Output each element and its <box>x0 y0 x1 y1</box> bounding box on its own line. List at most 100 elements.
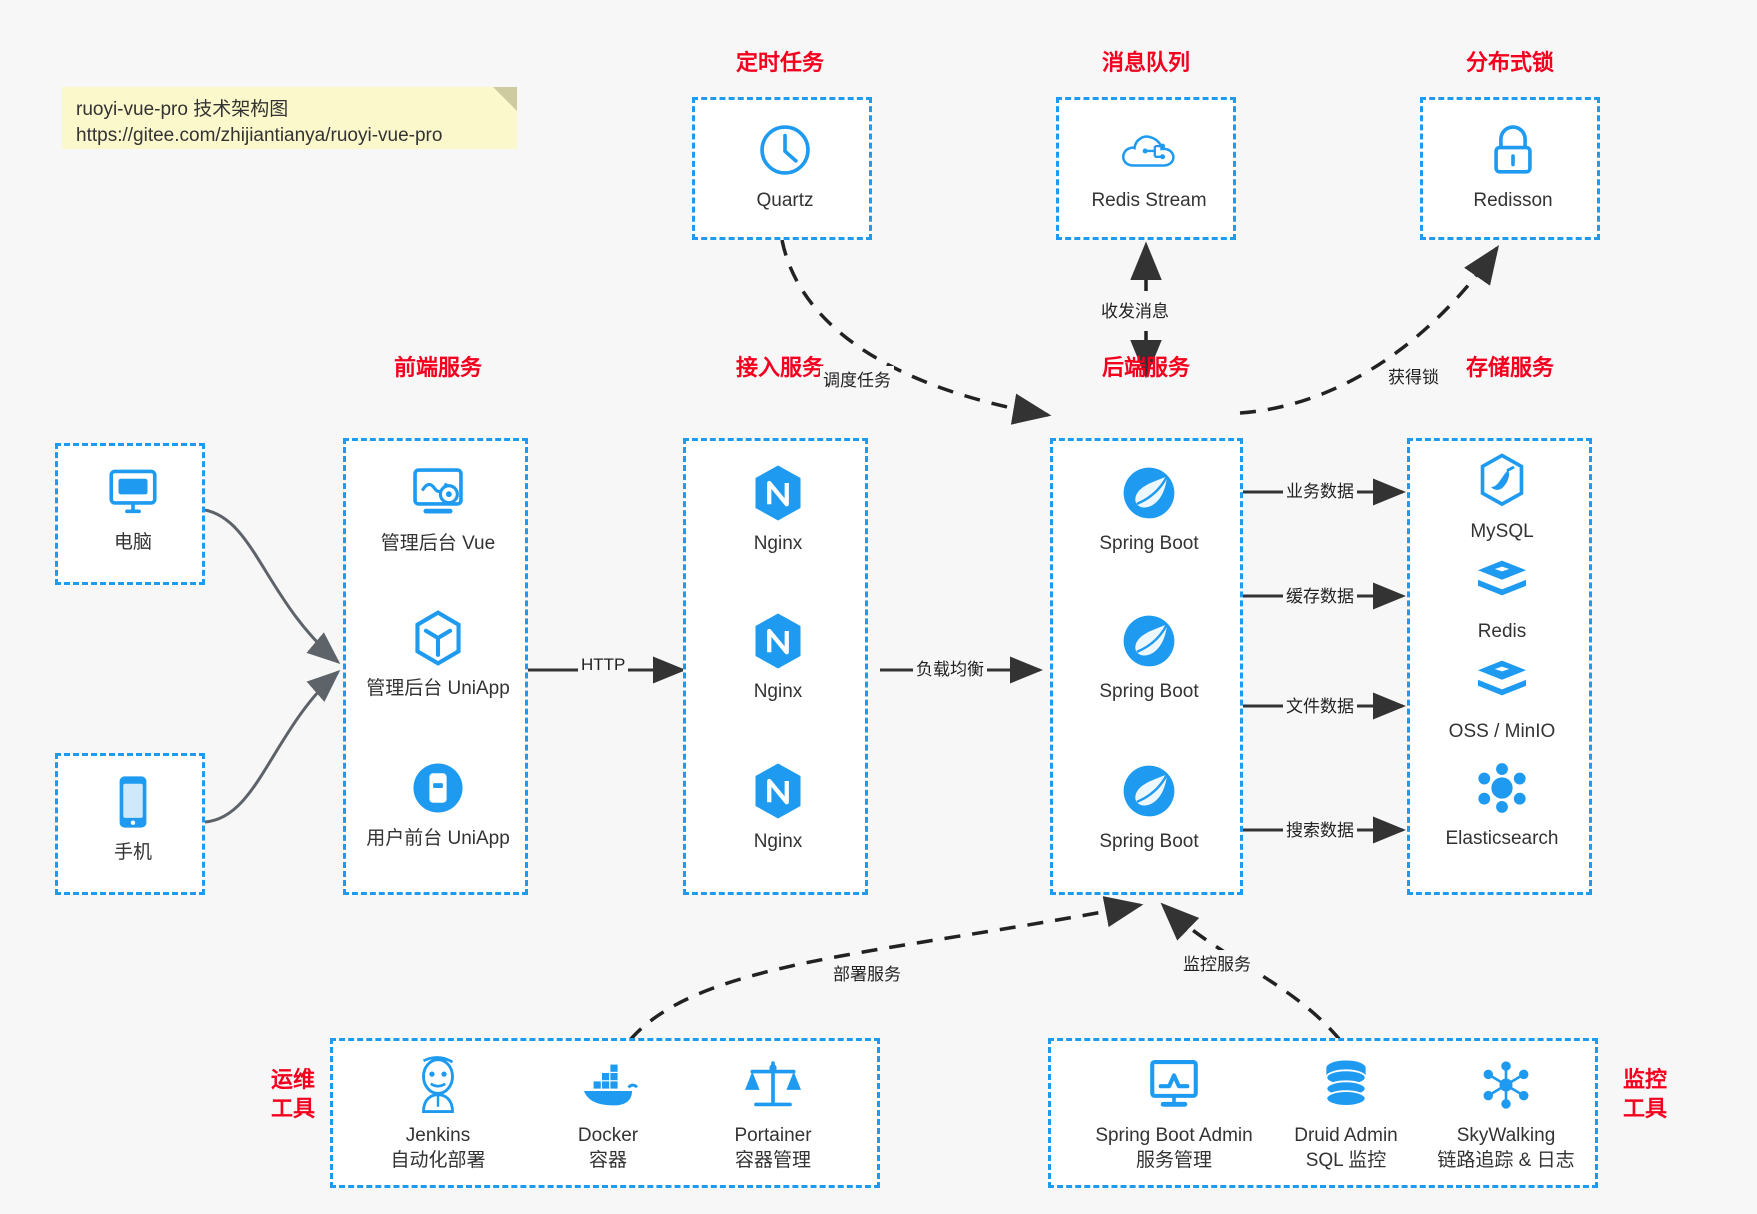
node-jenkins[interactable]: Jenkins 自动化部署 <box>358 1053 518 1174</box>
node-label: Docker <box>577 1125 639 1146</box>
edge-label-acquire-lock: 获得锁 <box>1385 363 1442 388</box>
spring-leaf-icon <box>1069 759 1229 823</box>
monitor-chart-icon <box>1079 1053 1269 1117</box>
node-mysql[interactable]: MySQL <box>1422 449 1582 544</box>
node-label: OSS / MinIO <box>1448 721 1556 742</box>
node-spring-boot-1[interactable]: Spring Boot <box>1069 461 1229 556</box>
node-redis-stream[interactable]: Redis Stream <box>1069 118 1229 213</box>
edge-label-cache-data: 缓存数据 <box>1283 582 1357 607</box>
group-box-scheduler[interactable]: Quartz <box>692 97 872 240</box>
node-label: Spring Boot <box>1099 831 1199 852</box>
node-admin-vue[interactable]: 管理后台 Vue <box>358 461 518 556</box>
node-label: MySQL <box>1470 521 1534 542</box>
node-label: Elasticsearch <box>1445 828 1559 849</box>
group-box-client-desktop[interactable]: 电脑 <box>55 443 205 585</box>
node-label: 手机 <box>113 842 152 863</box>
node-label: Spring Boot Admin <box>1095 1125 1253 1146</box>
node-redis[interactable]: Redis <box>1422 549 1582 644</box>
node-admin-uniapp[interactable]: 管理后台 UniApp <box>358 606 518 701</box>
jenkins-butler-icon <box>358 1053 518 1117</box>
node-label: Spring Boot <box>1099 533 1199 554</box>
group-box-client-phone[interactable]: 手机 <box>55 753 205 895</box>
node-label: 管理后台 UniApp <box>366 678 510 699</box>
redis-stack-icon <box>1422 549 1582 613</box>
nginx-icon <box>698 759 858 823</box>
note-url: https://gitee.com/zhijiantianya/ruoyi-vu… <box>76 125 443 146</box>
elasticsearch-icon <box>1422 756 1582 820</box>
spring-leaf-icon <box>1069 609 1229 673</box>
node-druid-admin[interactable]: Druid Admin SQL 监控 <box>1266 1053 1426 1174</box>
group-box-storage[interactable]: MySQL Redis OSS / MinIO <box>1407 438 1592 895</box>
edge-label-send-receive-message: 收发消息 <box>1098 297 1172 322</box>
node-sublabel: 链路追踪 & 日志 <box>1437 1150 1575 1171</box>
edge-label-monitor-service: 监控服务 <box>1180 950 1254 975</box>
group-title-devops-line2: 工具 <box>270 1096 315 1121</box>
node-spring-boot-admin[interactable]: Spring Boot Admin 服务管理 <box>1079 1053 1269 1174</box>
node-label: Redis Stream <box>1091 190 1207 211</box>
node-redisson[interactable]: Redisson <box>1433 118 1593 213</box>
group-title-backend: 后端服务 <box>1101 355 1190 380</box>
group-box-devops[interactable]: Jenkins 自动化部署 Docker 容器 <box>330 1038 880 1188</box>
group-box-mq[interactable]: Redis Stream <box>1056 97 1236 240</box>
node-label: 用户前台 UniApp <box>366 828 510 849</box>
group-box-gateway[interactable]: Nginx Nginx Nginx <box>683 438 868 895</box>
note-title: ruoyi-vue-pro 技术架构图 <box>76 99 289 120</box>
group-title-monitor: 监控 工具 <box>1610 1065 1680 1123</box>
node-sublabel: 自动化部署 <box>390 1150 486 1171</box>
clock-icon <box>705 118 865 182</box>
phone-icon <box>53 770 213 834</box>
group-title-frontend: 前端服务 <box>393 355 482 380</box>
node-label: 电脑 <box>113 532 152 553</box>
node-desktop[interactable]: 电脑 <box>53 460 213 555</box>
node-sublabel: 容器管理 <box>734 1150 811 1171</box>
edge-label-deploy-service: 部署服务 <box>830 960 904 985</box>
spring-leaf-icon <box>1069 461 1229 525</box>
cloud-stream-icon <box>1069 118 1229 182</box>
node-oss-minio[interactable]: OSS / MinIO <box>1422 649 1582 744</box>
node-skywalking[interactable]: SkyWalking 链路追踪 & 日志 <box>1421 1053 1591 1174</box>
scales-icon <box>693 1053 853 1117</box>
desktop-icon <box>53 460 213 524</box>
node-elasticsearch[interactable]: Elasticsearch <box>1422 756 1582 851</box>
node-phone[interactable]: 手机 <box>53 770 213 865</box>
group-title-storage: 存储服务 <box>1465 355 1554 380</box>
node-label: Spring Boot <box>1099 681 1199 702</box>
node-nginx-1[interactable]: Nginx <box>698 461 858 556</box>
skywalking-icon <box>1421 1053 1591 1117</box>
group-title-monitor-line1: 监控 <box>1622 1067 1667 1092</box>
node-nginx-3[interactable]: Nginx <box>698 759 858 854</box>
dashboard-gear-icon <box>358 461 518 525</box>
group-title-gateway: 接入服务 <box>735 355 824 380</box>
lock-icon <box>1433 118 1593 182</box>
edge-label-business-data: 业务数据 <box>1283 477 1357 502</box>
group-box-lock[interactable]: Redisson <box>1420 97 1600 240</box>
node-label: Portainer <box>734 1125 812 1146</box>
node-nginx-2[interactable]: Nginx <box>698 609 858 704</box>
node-quartz[interactable]: Quartz <box>705 118 865 213</box>
node-spring-boot-2[interactable]: Spring Boot <box>1069 609 1229 704</box>
cube-icon <box>358 606 518 670</box>
node-label: Druid Admin <box>1294 1125 1398 1146</box>
docker-whale-icon <box>528 1053 688 1117</box>
group-title-lock: 分布式锁 <box>1465 50 1554 75</box>
node-label: Redis <box>1477 621 1527 642</box>
group-box-backend[interactable]: Spring Boot Spring Boot Spring Boot <box>1050 438 1243 895</box>
edge-label-http: HTTP <box>578 655 629 675</box>
node-label: Nginx <box>753 681 803 702</box>
node-label: Jenkins <box>405 1125 471 1146</box>
note-fold-corner <box>493 87 517 111</box>
node-docker[interactable]: Docker 容器 <box>528 1053 688 1174</box>
group-box-frontend[interactable]: 管理后台 Vue 管理后台 UniApp 用户前台 UniApp <box>343 438 528 895</box>
node-label: SkyWalking <box>1456 1125 1556 1146</box>
node-sublabel: 容器 <box>588 1150 627 1171</box>
node-portainer[interactable]: Portainer 容器管理 <box>693 1053 853 1174</box>
edge-label-schedule-task: 调度任务 <box>820 366 894 391</box>
object-storage-icon <box>1422 649 1582 713</box>
node-spring-boot-3[interactable]: Spring Boot <box>1069 759 1229 854</box>
database-icon <box>1266 1053 1426 1117</box>
group-box-monitor[interactable]: Spring Boot Admin 服务管理 Druid Admin SQL 监… <box>1048 1038 1598 1188</box>
node-sublabel: 服务管理 <box>1135 1150 1212 1171</box>
node-label: Nginx <box>753 533 803 554</box>
node-label: 管理后台 Vue <box>380 533 496 554</box>
node-user-uniapp[interactable]: 用户前台 UniApp <box>358 756 518 851</box>
